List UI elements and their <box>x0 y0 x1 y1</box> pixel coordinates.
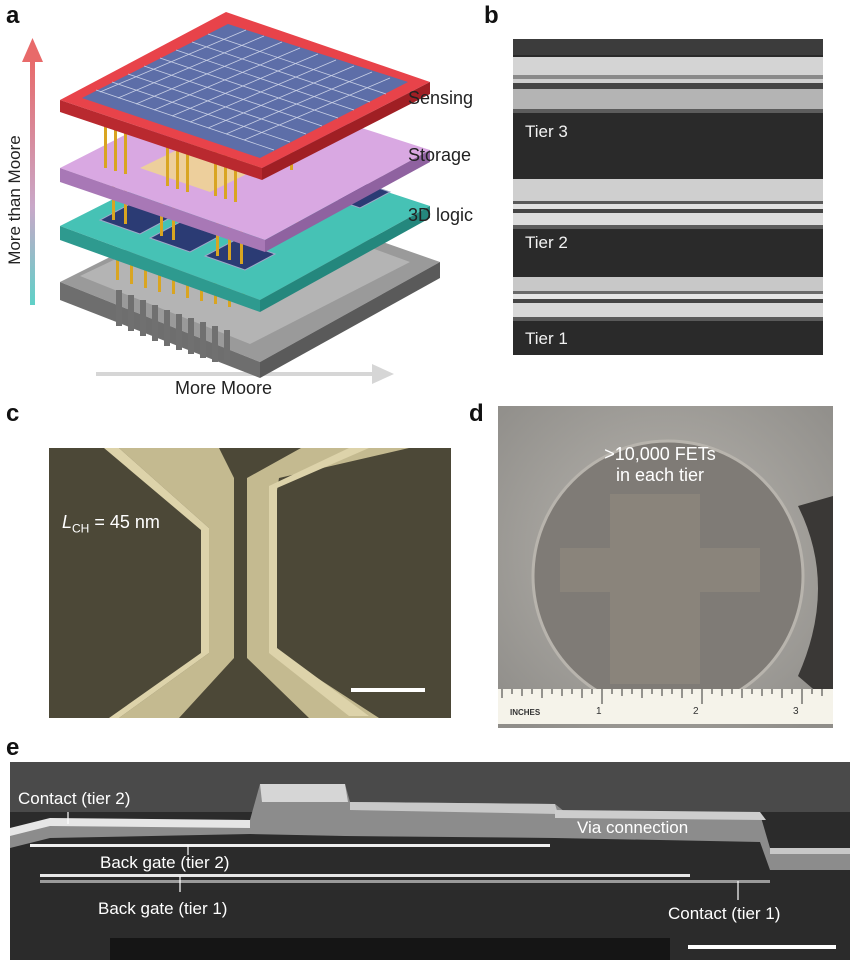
channel-length-symbol: L <box>62 512 73 532</box>
sensing-layer <box>60 12 430 180</box>
tier-3-label: Tier 3 <box>525 122 568 141</box>
tier-1-label: Tier 1 <box>525 329 568 348</box>
layer-label-sensing: Sensing <box>408 88 474 108</box>
panel-b-letter: b <box>484 2 499 29</box>
panel-e-letter: e <box>6 734 20 761</box>
ruler-tick-1: 1 <box>596 706 602 717</box>
x-axis-label: More Moore <box>175 378 273 398</box>
panel-a-letter: a <box>6 2 20 29</box>
channel-length-value: = 45 nm <box>94 512 160 532</box>
label-via-connection: Via connection <box>577 818 689 837</box>
ruler-unit-label: INCHES <box>510 708 541 717</box>
horizontal-axis-arrow-head <box>372 364 394 384</box>
channel-length-subscript: CH <box>72 521 90 536</box>
y-axis-label: More than Moore <box>5 135 24 265</box>
label-contact-tier1: Contact (tier 1) <box>668 904 781 923</box>
vertical-axis-arrow-head <box>22 38 43 62</box>
fet-count-caption: >10,000 FETs in each tier <box>560 444 760 486</box>
panel-c-letter: c <box>6 400 20 427</box>
label-contact-tier2: Contact (tier 2) <box>18 789 131 808</box>
panel-d-wafer-photo <box>498 406 833 728</box>
ruler <box>498 689 833 724</box>
vertical-axis-arrow-shaft <box>30 60 35 305</box>
panel-d-letter: d <box>469 400 484 427</box>
label-back-gate-tier1: Back gate (tier 1) <box>98 899 228 918</box>
channel-length-label: LCH = 45 nm <box>62 512 160 536</box>
ruler-tick-3: 3 <box>793 706 799 717</box>
panel-c-sem-image <box>49 448 451 718</box>
panel-a-illustration <box>22 12 440 384</box>
tier-2-label: Tier 2 <box>525 233 568 252</box>
ruler-tick-2: 2 <box>693 706 699 717</box>
horizontal-axis-arrow-shaft <box>96 372 376 376</box>
layer-label-3d-logic: 3D logic <box>408 205 474 225</box>
layer-label-storage: Storage <box>408 145 472 165</box>
panel-b-sem-image <box>513 39 823 355</box>
fet-count-caption-line2: in each tier <box>615 465 705 485</box>
label-back-gate-tier2: Back gate (tier 2) <box>100 853 230 872</box>
panel-e-sem-image <box>10 762 850 960</box>
wafer-device-regions <box>560 494 760 684</box>
panel-c-scale-bar <box>351 688 425 692</box>
panel-e-scale-bar <box>688 945 836 949</box>
fet-count-caption-line1: >10,000 FETs <box>604 444 716 464</box>
